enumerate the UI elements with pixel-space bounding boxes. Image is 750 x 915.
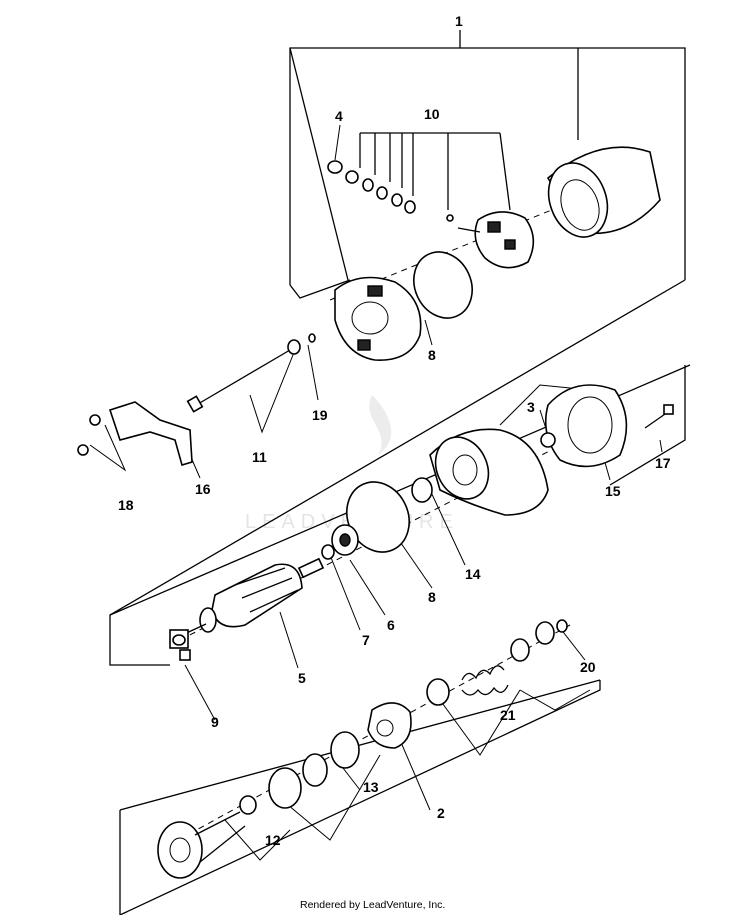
callout-13: 13	[363, 779, 379, 795]
callout-15: 15	[605, 483, 621, 499]
callout-21: 21	[500, 707, 516, 723]
gear-shaft	[157, 811, 246, 879]
armature	[179, 557, 325, 637]
drive-housing	[429, 384, 591, 516]
callout-18: 18	[118, 497, 134, 513]
callout-16: 16	[195, 481, 211, 497]
callout-12: 12	[265, 832, 281, 848]
through-bolt	[186, 333, 316, 413]
bearings	[321, 524, 359, 560]
spring-collars	[426, 619, 568, 706]
callout-20: 20	[580, 659, 596, 675]
overrunning-clutch	[367, 702, 412, 749]
callout-19: 19	[312, 407, 328, 423]
callout-3: 3	[527, 399, 535, 415]
callout-14: 14	[465, 566, 481, 582]
callout-labels: 1 2 3 4 5 6 7 8 8 9 10 11 12 13 14 15 16…	[118, 13, 671, 848]
callout-2: 2	[437, 805, 445, 821]
bracket	[77, 401, 193, 467]
callout-11: 11	[252, 449, 267, 465]
retainer-plates	[239, 753, 328, 815]
callout-8-lower: 8	[428, 589, 436, 605]
callout-7: 7	[362, 632, 370, 648]
callout-1: 1	[455, 13, 463, 29]
callout-8-upper: 8	[428, 347, 436, 363]
o-ring-upper	[413, 251, 473, 319]
brush-block	[169, 629, 191, 661]
callout-6: 6	[387, 617, 395, 633]
nuts-washers	[327, 160, 416, 214]
footer-credit: Rendered by LeadVenture, Inc.	[300, 899, 445, 911]
callout-5: 5	[298, 670, 306, 686]
brush-holder	[446, 211, 535, 269]
yoke-housing	[546, 146, 661, 238]
ring	[330, 731, 360, 769]
end-cover	[334, 276, 422, 361]
callout-17: 17	[655, 455, 671, 471]
callout-10: 10	[424, 106, 440, 122]
callout-4: 4	[335, 108, 343, 124]
gasket-plate	[540, 384, 674, 468]
callout-9: 9	[211, 714, 219, 730]
o-ring-small	[411, 477, 433, 503]
